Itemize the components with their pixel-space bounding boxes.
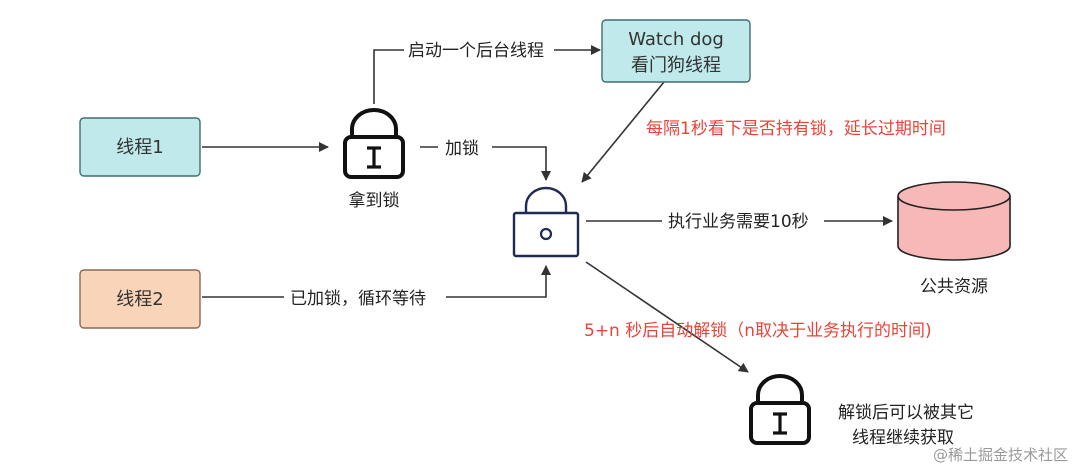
- label-got-lock: 拿到锁: [349, 190, 400, 211]
- thread1-node: 线程1: [79, 117, 201, 177]
- label-after-unlock-line2: 线程继续获取: [852, 428, 954, 448]
- label-locked-wait: 已加锁，循环等待: [290, 289, 426, 309]
- watermark: @稀土掘金技术社区: [933, 446, 1068, 464]
- label-exec-business: 执行业务需要10秒: [668, 212, 809, 232]
- label-watchdog-check: 每隔1秒看下是否持有锁，延长过期时间: [646, 119, 946, 139]
- watchdog-title: Watch dog: [628, 29, 724, 50]
- arrow-watchdog-to-lock: [581, 81, 665, 183]
- unlocked-lock-icon: [749, 374, 811, 445]
- arrow-lock-to-unlock: [585, 261, 749, 373]
- thread2-label: 线程2: [116, 289, 163, 310]
- main-lock-icon: [512, 186, 580, 258]
- label-auto-unlock: 5+n 秒后自动解锁（n取决于业务执行的时间): [584, 321, 932, 341]
- thread1-label: 线程1: [116, 137, 163, 158]
- thread2-node: 线程2: [79, 269, 201, 329]
- lock-icon: [343, 108, 405, 179]
- watchdog-node: Watch dog 看门狗线程: [601, 19, 751, 83]
- watchdog-subtitle: 看门狗线程: [631, 55, 721, 76]
- resource-database-icon: [897, 181, 1011, 261]
- resource-label: 公共资源: [920, 277, 988, 297]
- label-add-lock: 加锁: [445, 139, 479, 159]
- label-after-unlock-line1: 解锁后可以被其它: [838, 403, 974, 423]
- label-start-thread: 启动一个后台线程: [408, 41, 544, 61]
